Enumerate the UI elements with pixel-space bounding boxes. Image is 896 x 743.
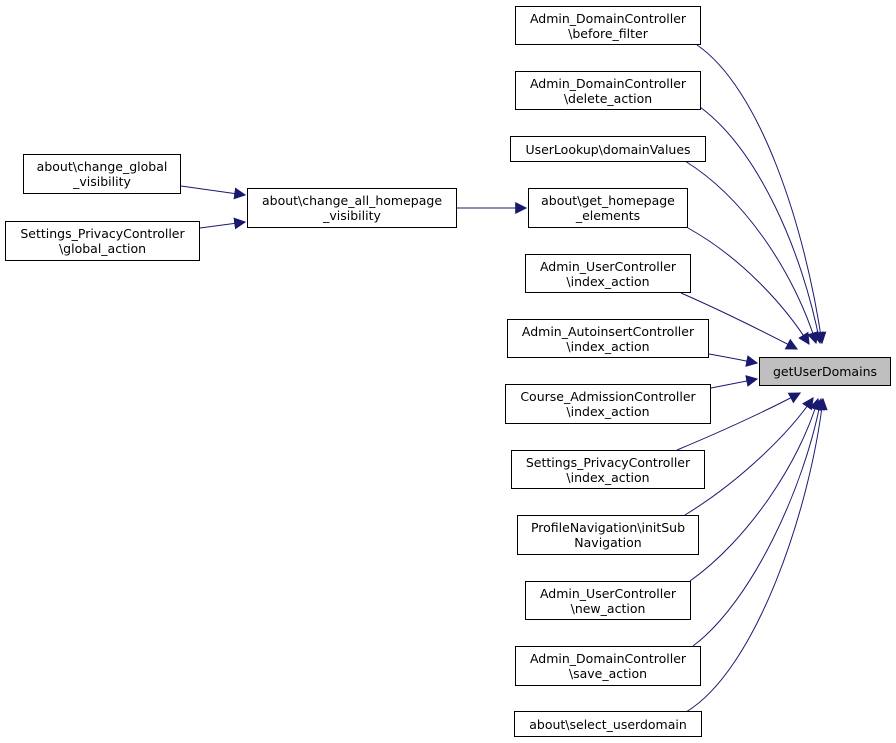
node-admin-domaincontroller-before-filter[interactable]: Admin_DomainController \before_filter — [515, 6, 701, 45]
node-label-line: \before_filter — [568, 25, 648, 41]
node-label-line: \index_action — [566, 469, 650, 485]
node-label-line: Course_AdmissionController — [520, 389, 696, 404]
node-label-line: _visibility — [73, 174, 131, 189]
node-label-line: \global_action — [58, 241, 147, 256]
node-label-line: _visibility — [323, 208, 381, 223]
node-settings-privacycontroller-global-action[interactable]: Settings_PrivacyController \global_actio… — [5, 221, 200, 261]
edge-user-new-to-root — [689, 397, 821, 582]
edge-change-global-to-change-all — [180, 185, 247, 200]
edge-autoinsert-index-to-root — [708, 353, 759, 367]
node-about-change-all-homepage-visibility[interactable]: about\change_all_homepage _visibility — [247, 188, 457, 228]
edge-get-homepage-to-root — [687, 227, 810, 346]
edge-select-userdomain-to-root — [685, 397, 828, 713]
node-profilenavigation-initsubnavigation[interactable]: ProfileNavigation\initSub Navigation — [517, 515, 699, 555]
node-course-admissioncontroller-index-action[interactable]: Course_AdmissionController \index_action — [505, 384, 711, 424]
edge-save-action-to-root — [692, 397, 825, 647]
node-label-line: Admin_DomainController — [529, 10, 687, 26]
node-admin-domaincontroller-delete-action[interactable]: Admin_DomainController \delete_action — [515, 71, 701, 110]
node-getuserdomains: getUserDomains — [759, 357, 891, 386]
node-label-line: about\change_all_homepage — [261, 193, 443, 208]
edge-admission-index-to-root — [710, 375, 759, 389]
node-label-line: \save_action — [568, 666, 648, 681]
node-admin-usercontroller-index-action[interactable]: Admin_UserController \index_action — [525, 254, 691, 293]
node-label-line: \index_action — [566, 338, 650, 354]
edge-domainvalues-to-root — [684, 160, 819, 345]
node-label-line: \delete_action — [563, 90, 653, 106]
edge-delete-action-to-root — [699, 106, 824, 345]
node-about-change-global-visibility[interactable]: about\change_global _visibility — [23, 154, 181, 194]
edge-global-action-to-change-all — [199, 217, 247, 230]
edges — [180, 44, 828, 713]
node-label-line: Settings_PrivacyController — [20, 226, 185, 241]
node-label-line: UserLookup\domainValues — [525, 141, 691, 157]
node-label-line: about\get_homepage — [541, 193, 675, 208]
node-label-line: \index_action — [566, 404, 650, 419]
node-about-get-homepage-elements[interactable]: about\get_homepage _elements — [528, 188, 688, 228]
edge-before-filter-to-root — [696, 44, 827, 345]
node-label-line: Admin_DomainController — [529, 75, 687, 91]
node-label-line: Admin_UserController — [539, 258, 677, 274]
edge-privacy-index-to-root — [676, 392, 802, 451]
node-label: getUserDomains — [772, 364, 878, 379]
node-label-line: ProfileNavigation\initSub — [530, 520, 686, 535]
node-label-line: Admin_AutoinsertController — [521, 323, 695, 339]
node-settings-privacycontroller-index-action[interactable]: Settings_PrivacyController \index_action — [511, 450, 705, 489]
node-label-line: \new_action — [570, 600, 646, 616]
edge-user-index-to-root — [680, 292, 799, 350]
node-label-line: \index_action — [566, 273, 650, 289]
node-admin-autoinsertcontroller-index-action[interactable]: Admin_AutoinsertController \index_action — [507, 319, 709, 358]
node-admin-domaincontroller-save-action[interactable]: Admin_DomainController \save_action — [515, 646, 701, 686]
node-label-line: Admin_UserController — [539, 585, 677, 601]
node-label-line: Admin_DomainController — [529, 651, 687, 666]
node-label-line: Settings_PrivacyController — [525, 454, 691, 470]
node-admin-usercontroller-new-action[interactable]: Admin_UserController \new_action — [525, 581, 691, 620]
node-about-select-userdomain[interactable]: about\select_userdomain — [514, 711, 702, 737]
node-label-line: _elements — [575, 208, 641, 223]
node-label-line: about\select_userdomain — [529, 716, 687, 732]
node-userlookup-domainvalues[interactable]: UserLookup\domainValues — [510, 136, 706, 162]
node-label-line: about\change_global — [36, 159, 168, 174]
edge-initsub-to-root — [684, 397, 814, 516]
node-label-line: Navigation — [574, 535, 642, 550]
